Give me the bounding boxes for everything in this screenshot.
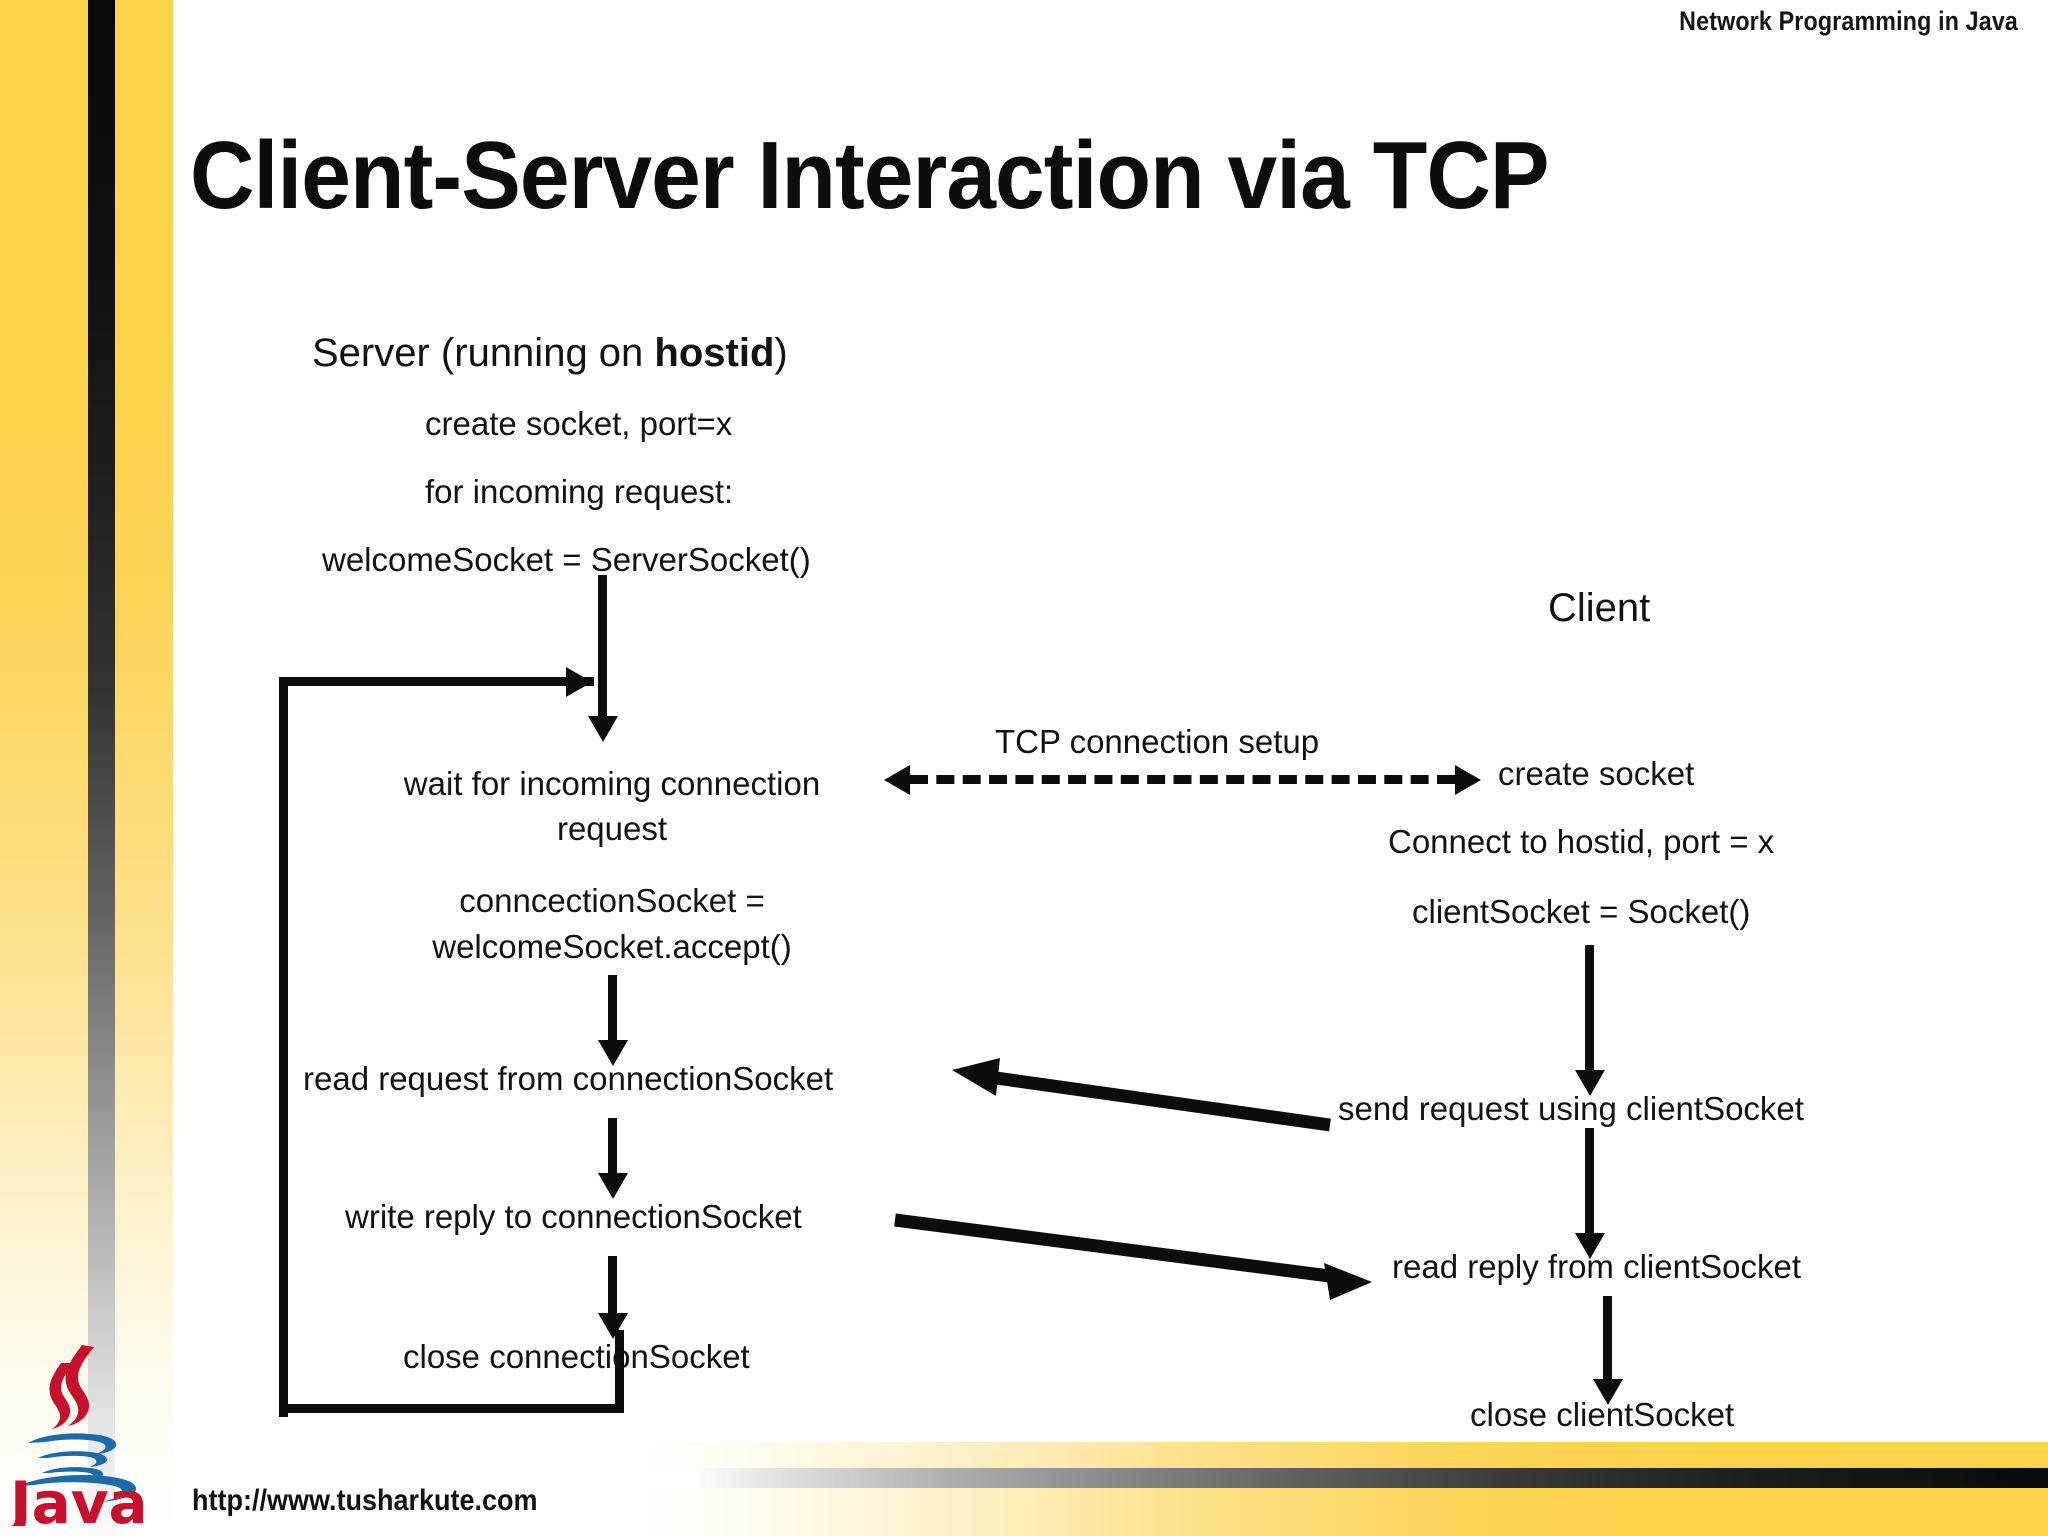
server-step-wait-line1: wait for incoming connection	[403, 765, 821, 802]
tcp-connection-label: TCP connection setup	[995, 723, 1320, 760]
server-flow-line-4	[608, 1256, 617, 1318]
bottom-accent-band-inner	[640, 1442, 2048, 1468]
server-step-connsocket-line2: welcomeSocket.accept()	[432, 928, 792, 965]
svg-text:Java: Java	[8, 1469, 148, 1526]
left-dark-stripe	[88, 0, 115, 1536]
server-step-create-socket: create socket, port=x	[425, 405, 733, 442]
server-step-welcomesocket: welcomeSocket = ServerSocket()	[322, 541, 811, 578]
client-flow-arrowhead-3	[1593, 1379, 1623, 1405]
server-step-wait-line2: request	[556, 810, 668, 847]
client-step-create-socket: create socket	[1498, 755, 1695, 792]
left-accent-band	[0, 0, 88, 1536]
client-flow-arrowhead-1	[1575, 1070, 1605, 1096]
server-flow-line-3	[608, 1118, 617, 1178]
server-flow-line-1	[598, 575, 607, 720]
server-loop-left-edge	[279, 677, 288, 1417]
server-step-for-incoming: for incoming request:	[425, 473, 734, 510]
server-heading-hostid: hostid	[654, 331, 775, 375]
server-heading-suffix: )	[774, 331, 788, 375]
client-flow-line-1	[1585, 945, 1594, 1075]
client-flow-arrowhead-2	[1575, 1233, 1605, 1259]
bottom-dark-stripe	[700, 1468, 2048, 1488]
client-step-clientsocket: clientSocket = Socket()	[1412, 893, 1751, 930]
client-step-send-request: send request using clientSocket	[1338, 1090, 1804, 1127]
server-step-close-socket: close connectionSocket	[403, 1338, 750, 1375]
server-step-read-request: read request from connectionSocket	[303, 1060, 834, 1097]
client-step-connect: Connect to hostid, port = x	[1388, 823, 1775, 860]
server-flow-arrowhead-1	[588, 716, 618, 742]
server-flow-arrowhead-4	[598, 1313, 628, 1339]
server-loop-arrowhead	[566, 667, 592, 697]
server-flow-arrowhead-3	[598, 1173, 628, 1199]
client-flow-line-3	[1603, 1296, 1612, 1384]
client-step-read-reply: read reply from clientSocket	[1392, 1248, 1802, 1285]
tcp-connection-dashed-line	[910, 775, 1455, 784]
footer-url[interactable]: http://www.tusharkute.com	[192, 1484, 538, 1517]
slide-title: Client-Server Interaction via TCP	[190, 122, 1549, 229]
server-step-write-reply: write reply to connectionSocket	[345, 1198, 802, 1235]
tcp-arrowhead-right	[1455, 765, 1481, 795]
server-loop-top-edge	[279, 677, 594, 686]
course-header-title: Network Programming in Java	[1679, 6, 2018, 36]
tcp-arrowhead-left	[884, 765, 910, 795]
bottom-accent-band	[640, 1488, 2048, 1536]
server-flow-arrowhead-2	[598, 1040, 628, 1066]
server-flow-line-2	[608, 975, 617, 1045]
java-logo-icon: Java	[8, 1345, 148, 1526]
server-heading: Server (running on hostid)	[312, 330, 788, 377]
client-heading: Client	[1548, 586, 1651, 630]
server-step-connsocket-line1: conncectionSocket =	[459, 882, 765, 919]
client-step-close-socket: close clientSocket	[1470, 1396, 1735, 1433]
server-loop-bottom-edge	[279, 1404, 624, 1413]
server-loop-right-edge	[615, 1330, 624, 1413]
server-heading-prefix: Server (running on	[312, 331, 655, 375]
left-accent-band-inner	[115, 0, 173, 1536]
client-flow-line-2	[1585, 1128, 1594, 1238]
